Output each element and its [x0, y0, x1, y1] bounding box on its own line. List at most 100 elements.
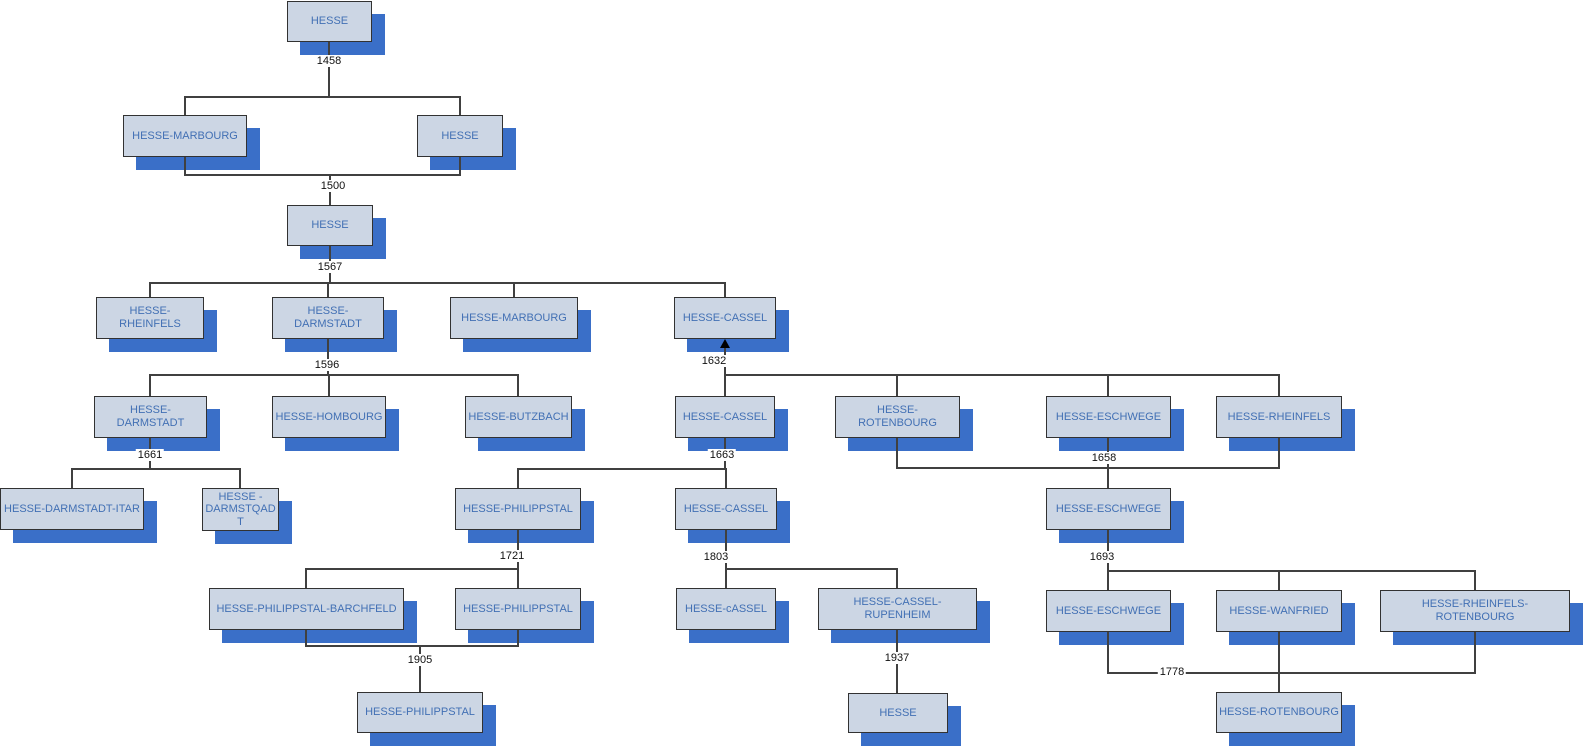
tree-node[interactable]: HESSE-CASSEL: [675, 396, 775, 438]
tree-node[interactable]: HESSE: [287, 205, 373, 246]
tree-node-label: HESSE-DARMSTADT: [294, 305, 362, 330]
year-label: 1663: [707, 449, 737, 461]
connector-line: [239, 469, 241, 488]
tree-node[interactable]: HESSE-PHILIPPSTAL: [455, 488, 581, 530]
connector-line: [1107, 570, 1476, 572]
year-label: 1632: [699, 355, 729, 367]
tree-node-label: HESSE-ESCHWEGE: [1055, 604, 1162, 617]
connector-line: [184, 174, 461, 176]
connector-line: [149, 375, 151, 396]
tree-node-label: HESSE-PHILIPPSTAL-BARCHFELD: [216, 602, 397, 615]
tree-node-label: HESSE-RHEINFELS-ROTENBOURG: [1421, 598, 1529, 623]
tree-node-label: HESSE-DARMSTADT: [116, 404, 185, 429]
tree-node[interactable]: HESSE-RHEINFELS-ROTENBOURG: [1380, 590, 1570, 632]
tree-node-label: HESSE-CASSEL: [683, 502, 769, 515]
tree-node-label: HESSE-ESCHWEGE: [1055, 410, 1162, 423]
connector-line: [328, 375, 330, 396]
year-label: 1458: [314, 55, 344, 67]
connector-line: [896, 569, 898, 588]
connector-line: [305, 569, 307, 588]
tree-node[interactable]: HESSE-CASSEL: [675, 488, 777, 530]
tree-node[interactable]: HESSE-WANFRIED: [1216, 590, 1342, 632]
connector-line: [71, 468, 241, 470]
connector-line: [1474, 571, 1476, 590]
connector-line: [517, 469, 519, 488]
year-label: 1693: [1087, 551, 1117, 563]
connector-line: [149, 282, 726, 284]
tree-node[interactable]: HESSE-ESCHWEGE: [1046, 488, 1171, 530]
connector-line: [459, 97, 461, 115]
connector-line: [305, 645, 519, 647]
connector-line: [517, 468, 727, 470]
tree-node[interactable]: HESSE: [287, 1, 372, 42]
connector-line: [725, 469, 727, 488]
connector-line: [1107, 632, 1109, 673]
tree-node[interactable]: HESSE-CASSEL: [674, 297, 776, 339]
tree-node-label: HESSE-CASSEL: [682, 410, 768, 423]
tree-node[interactable]: HESSE-RHEINFELS: [96, 297, 204, 339]
connector-line: [517, 569, 519, 588]
tree-node[interactable]: HESSE-ROTENBOURG: [1216, 692, 1342, 733]
tree-node[interactable]: HESSE-MARBOURG: [123, 115, 247, 157]
tree-node[interactable]: HESSE-ESCHWEGE: [1046, 590, 1171, 632]
tree-node[interactable]: HESSE-PHILIPPSTAL-BARCHFELD: [209, 588, 404, 630]
tree-node-label: HESSE-PHILIPPSTAL: [463, 602, 573, 615]
tree-node-label: HESSE-cASSEL: [685, 602, 767, 615]
connector-line: [184, 157, 186, 175]
connector-line: [1278, 632, 1280, 692]
year-label: 1500: [318, 180, 348, 192]
tree-node-label: HESSE: [311, 219, 349, 232]
tree-node[interactable]: HESSE-PHILIPPSTAL: [357, 692, 483, 733]
tree-node[interactable]: HESSE-ESCHWEGE: [1046, 396, 1171, 438]
connector-line: [327, 283, 329, 297]
tree-node[interactable]: HESSE-cASSEL: [676, 588, 776, 630]
connector-line: [724, 374, 1280, 376]
connector-line: [513, 283, 515, 297]
connector-line: [149, 374, 519, 376]
year-label: 1721: [497, 550, 527, 562]
tree-node[interactable]: HESSE: [417, 115, 503, 157]
connector-line: [305, 630, 307, 646]
connector-line: [517, 375, 519, 396]
year-label: 1661: [135, 449, 165, 461]
connector-line: [1107, 468, 1109, 488]
tree-node[interactable]: HESSE-DARMSTADT: [272, 297, 384, 339]
tree-node[interactable]: HESSE-BUTZBACH: [465, 396, 572, 438]
connector-line: [896, 375, 898, 396]
tree-node-label: HESSE-ESCHWEGE: [1055, 502, 1162, 515]
tree-node[interactable]: HESSE-RHEINFELS: [1216, 396, 1342, 438]
tree-node-label: HESSE-CASSEL: [682, 311, 768, 324]
year-label: 1778: [1157, 666, 1187, 678]
tree-node[interactable]: HESSE-ROTENBOURG: [835, 396, 960, 438]
connector-line: [184, 96, 461, 98]
connector-line: [517, 529, 519, 569]
connector-line: [517, 630, 519, 646]
connector-line: [184, 97, 186, 115]
connector-line: [328, 42, 330, 97]
tree-node[interactable]: HESSE-DARMSTADT: [94, 396, 207, 438]
tree-node-label: HESSE - DARMSTQADT: [205, 490, 276, 528]
tree-node-label: HESSE-MARBOURG: [132, 129, 238, 142]
year-label: 1567: [315, 261, 345, 273]
tree-node[interactable]: HESSE-PHILIPPSTAL: [455, 588, 581, 630]
tree-node[interactable]: HESSE-HOMBOURG: [272, 396, 386, 438]
connector-line: [1107, 672, 1476, 674]
tree-node-label: HESSE: [441, 129, 479, 142]
connector-line: [71, 469, 73, 488]
tree-node-label: HESSE-DARMSTADT-ITAR: [4, 502, 140, 515]
tree-node[interactable]: HESSE-MARBOURG: [450, 297, 578, 339]
arrowhead-up-icon: [720, 339, 730, 348]
tree-node-label: HESSE-HOMBOURG: [275, 410, 383, 423]
year-label: 1937: [882, 652, 912, 664]
year-label: 1803: [701, 551, 731, 563]
tree-node-label: HESSE: [879, 706, 917, 719]
tree-node-label: HESSE-BUTZBACH: [468, 410, 569, 423]
tree-node[interactable]: HESSE - DARMSTQADT: [202, 488, 279, 531]
tree-node-label: HESSE-RHEINFELS: [1227, 410, 1331, 423]
connector-line: [1278, 375, 1280, 396]
tree-node[interactable]: HESSE-DARMSTADT-ITAR: [0, 488, 144, 530]
tree-node[interactable]: HESSE-CASSEL-RUPENHEIM: [818, 588, 977, 630]
connector-line: [1474, 632, 1476, 673]
tree-node[interactable]: HESSE: [848, 693, 948, 733]
